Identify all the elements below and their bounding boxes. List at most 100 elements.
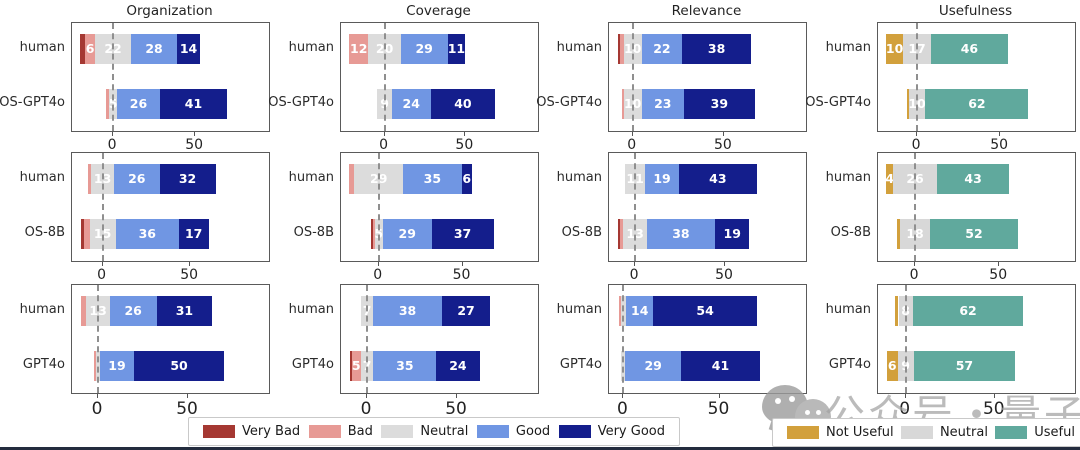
bar-label: GPT4o bbox=[828, 357, 871, 372]
bar-segment bbox=[80, 219, 85, 249]
legend-item: Neutral bbox=[381, 424, 468, 439]
axis-tick-label: 0 bbox=[379, 137, 389, 153]
axis-tick-label: 0 bbox=[899, 399, 911, 419]
segment-value: 29 bbox=[398, 225, 416, 241]
bar-segment bbox=[105, 89, 109, 119]
segment-value: 62 bbox=[968, 95, 986, 111]
segment-value: 5 bbox=[351, 357, 361, 373]
axis-tick-label: 0 bbox=[91, 399, 103, 419]
segment-value: 23 bbox=[654, 95, 672, 111]
bar-segment bbox=[372, 219, 375, 249]
axis-tickmark bbox=[194, 132, 196, 136]
bar-segment: 46 bbox=[931, 34, 1008, 64]
segment-value: 28 bbox=[145, 40, 163, 56]
axis-tickmark bbox=[189, 262, 191, 266]
bar-label: human bbox=[825, 170, 871, 185]
bar-segment bbox=[617, 219, 620, 249]
axis-tickmark bbox=[998, 262, 1000, 266]
segment-value: 26 bbox=[128, 170, 146, 186]
legend-item: Neutral bbox=[900, 425, 988, 440]
zero-dashed-line bbox=[101, 153, 104, 261]
bar-segment: 29 bbox=[400, 34, 448, 64]
bar-segment: 11 bbox=[447, 34, 466, 64]
axis-tickmark bbox=[993, 394, 995, 398]
axis-tickmark bbox=[112, 132, 114, 136]
bar-segment bbox=[94, 351, 97, 381]
segment-value: 6 bbox=[85, 40, 95, 56]
axis-tick-label: 50 bbox=[982, 399, 1005, 419]
zero-dashed-line bbox=[97, 285, 100, 393]
axis-tick-label: 50 bbox=[713, 137, 732, 153]
legend-label: Neutral bbox=[939, 425, 988, 440]
segment-value: 52 bbox=[965, 225, 983, 241]
bar-segment bbox=[87, 164, 92, 194]
axis-tick-label: 50 bbox=[715, 267, 733, 283]
segment-value: 22 bbox=[653, 40, 671, 56]
segment-value: 29 bbox=[644, 357, 662, 373]
axis-tick-label: 0 bbox=[97, 267, 107, 283]
segment-value: 32 bbox=[178, 170, 197, 186]
bar-label: OS-GPT4o bbox=[0, 95, 65, 110]
segment-value: 62 bbox=[959, 302, 977, 318]
legend-swatch bbox=[558, 425, 591, 438]
axis-tickmark bbox=[383, 132, 385, 136]
bar-segment bbox=[619, 219, 624, 249]
segment-value: 41 bbox=[184, 95, 203, 111]
bar-label: GPT4o bbox=[291, 357, 334, 372]
bar-segment: 50 bbox=[134, 351, 225, 381]
bar-segment: 6 bbox=[461, 164, 472, 194]
bar-segment: 19 bbox=[715, 219, 750, 249]
bar-label: OS-8B bbox=[561, 225, 602, 240]
bar-segment: 62 bbox=[912, 296, 1024, 326]
bar-segment: 14 bbox=[626, 296, 654, 326]
bar-label: GPT4o bbox=[559, 357, 602, 372]
bar-segment: 39 bbox=[683, 89, 755, 119]
segment-value: 57 bbox=[955, 357, 974, 373]
segment-value: 24 bbox=[449, 357, 467, 373]
bar-segment bbox=[80, 34, 86, 64]
bar-segment bbox=[896, 219, 900, 249]
segment-value: 46 bbox=[960, 40, 979, 56]
bar-segment: 27 bbox=[441, 296, 491, 326]
segment-value: 50 bbox=[170, 357, 188, 373]
axis-tick-label: 50 bbox=[707, 399, 730, 419]
legend-label: Useful bbox=[1034, 425, 1075, 440]
axis-tick-label: 0 bbox=[373, 267, 383, 283]
axis-tick-label: 50 bbox=[176, 399, 198, 419]
axis-tick-label: 0 bbox=[911, 137, 921, 153]
legend-label: Neutral bbox=[420, 424, 469, 439]
segment-value: 38 bbox=[707, 40, 726, 56]
segment-value: 43 bbox=[709, 170, 727, 186]
bar-segment: 37 bbox=[431, 219, 494, 249]
bar-label: human bbox=[288, 302, 334, 317]
axis-tick-label: 50 bbox=[180, 267, 199, 283]
axis-tickmark bbox=[187, 394, 189, 398]
bar-segment: 26 bbox=[114, 164, 160, 194]
segment-value: 27 bbox=[457, 302, 475, 318]
segment-value: 38 bbox=[398, 302, 417, 318]
bar-segment bbox=[907, 89, 909, 119]
segment-value: 6 bbox=[462, 170, 472, 186]
segment-value: 29 bbox=[415, 40, 433, 56]
